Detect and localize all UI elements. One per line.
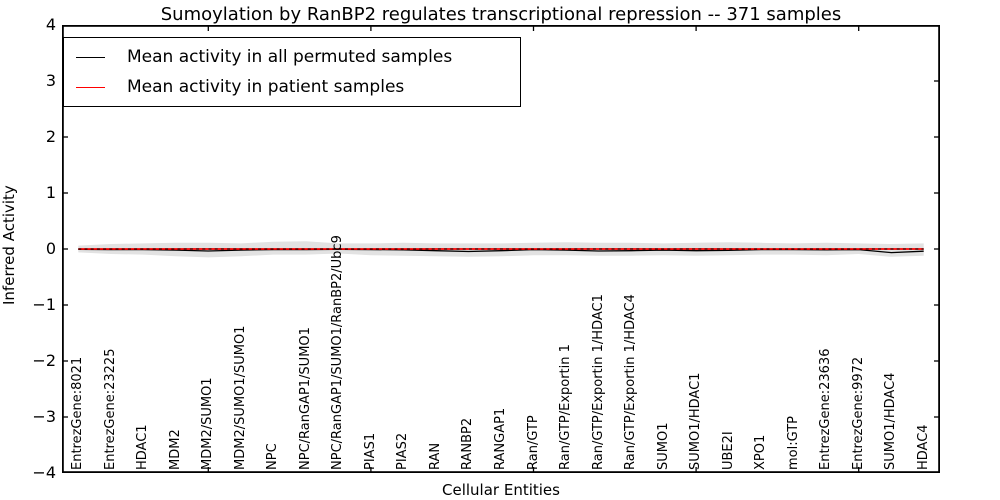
x-category-label: RAN <box>427 442 443 470</box>
y-tick-label: −1 <box>32 295 56 314</box>
x-category-label: NPC <box>265 443 281 470</box>
x-category-label: EntrezGene:9972 <box>850 356 866 470</box>
x-category-label: Ran/GTP/Exportin 1/HDAC4 <box>623 294 639 470</box>
x-category-label: NPC/RanGAP1/SUMO1/RanBP2/Ubc9 <box>330 235 346 470</box>
y-tick-label: 4 <box>45 15 56 34</box>
legend-line-swatch <box>76 56 105 58</box>
legend-label: Mean activity in all permuted samples <box>127 47 453 67</box>
x-category-label: UBE2I <box>720 431 736 470</box>
x-category-label: Ran/GTP <box>525 415 541 470</box>
legend-line-swatch <box>76 86 105 88</box>
y-tick-label: −2 <box>32 351 56 370</box>
x-category-label: MDM2/SUMO1/SUMO1 <box>232 325 248 470</box>
axes-frame <box>62 25 940 473</box>
legend-entry: Mean activity in all permuted samples <box>76 44 512 70</box>
y-tick-label: 3 <box>45 71 56 90</box>
x-category-label: RANBP2 <box>460 417 476 470</box>
chart-title: Sumoylation by RanBP2 regulates transcri… <box>160 4 842 25</box>
x-category-label: HDAC4 <box>915 424 931 470</box>
x-category-label: SUMO1 <box>655 422 671 471</box>
x-category-label: MDM2 <box>167 429 183 470</box>
plot-area <box>62 25 940 473</box>
x-category-label: RANGAP1 <box>493 407 508 470</box>
x-category-label: EntrezGene:23636 <box>818 348 834 470</box>
x-category-label: PIAS1 <box>362 432 378 470</box>
x-category-label: SUMO1/HDAC4 <box>883 372 899 470</box>
x-category-label: HDAC1 <box>135 424 151 470</box>
x-category-label: MDM2/SUMO1 <box>200 377 216 470</box>
y-tick-label: 2 <box>45 127 56 146</box>
x-category-label: SUMO1/HDAC1 <box>688 372 704 470</box>
x-category-label: XPO1 <box>753 434 769 470</box>
x-category-label: Ran/GTP/Exportin 1/HDAC1 <box>590 294 606 470</box>
y-tick-label: −4 <box>32 463 56 482</box>
legend-entry: Mean activity in patient samples <box>76 74 512 100</box>
x-axis-label: Cellular Entities <box>442 481 560 499</box>
legend-label: Mean activity in patient samples <box>127 77 405 97</box>
x-category-label: NPC/RanGAP1/SUMO1 <box>297 327 313 470</box>
x-category-label: EntrezGene:23225 <box>102 348 118 470</box>
y-tick-label: −3 <box>32 407 56 426</box>
x-category-label: mol:GTP <box>785 416 801 470</box>
y-tick-label: 1 <box>45 183 56 202</box>
y-tick-label: 0 <box>45 239 56 258</box>
x-category-label: EntrezGene:8021 <box>70 356 86 470</box>
x-category-label: Ran/GTP/Exportin 1 <box>558 344 574 470</box>
x-category-label: PIAS2 <box>395 432 411 470</box>
